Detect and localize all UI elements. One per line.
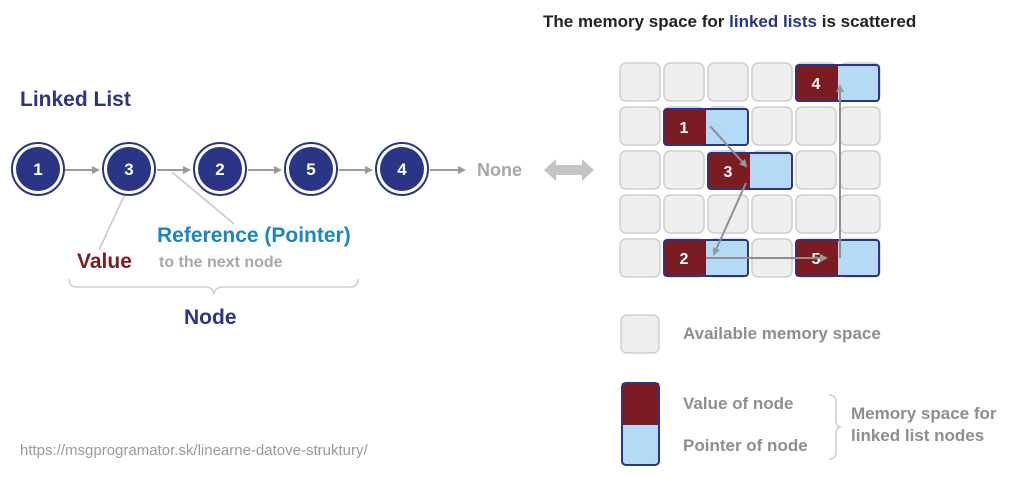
memory-node-value: 5: [812, 251, 821, 268]
memory-pointer-arrow: [712, 182, 747, 256]
list-title: Linked List: [20, 88, 131, 111]
list-node: 2: [193, 142, 247, 196]
list-node: 4: [375, 142, 429, 196]
list-node: 5: [284, 142, 338, 196]
memory-cell: [707, 194, 749, 234]
memory-node: 4: [795, 64, 880, 102]
memory-node: 3: [707, 152, 793, 190]
memory-node: 1: [663, 108, 749, 146]
list-node-value: 4: [397, 160, 407, 179]
memory-cell: [795, 150, 837, 190]
reference-leader-line: [171, 171, 235, 225]
list-node: 1: [11, 142, 65, 196]
list-node: 3: [102, 142, 156, 196]
memory-cell: [663, 194, 705, 234]
value-leader-line: [98, 195, 125, 251]
memory-node-value: 2: [680, 251, 689, 268]
legend-available-swatch: [620, 314, 660, 354]
legend-pointer-label: Pointer of node: [683, 436, 808, 455]
memory-cell: [795, 106, 837, 146]
legend-group-line2: linked list nodes: [851, 426, 985, 445]
memory-cell: [795, 194, 837, 234]
value-label: Value: [77, 250, 132, 273]
memory-cell: [839, 194, 881, 234]
memory-cell: [619, 194, 661, 234]
memory-cell: [619, 62, 661, 102]
memory-cell: [707, 62, 749, 102]
legend-available-label: Available memory space: [683, 324, 881, 343]
legend-brace: [828, 394, 842, 460]
legend-node-swatch: [621, 382, 660, 466]
memory-node-value: 3: [724, 164, 733, 181]
memory-cell: [751, 62, 793, 102]
memory-cell: [619, 150, 661, 190]
legend-value-label: Value of node: [683, 394, 794, 413]
reference-label: Reference (Pointer): [157, 224, 351, 247]
list-node-value: 5: [306, 160, 315, 179]
memory-cell: [619, 238, 661, 278]
memory-node-value: 4: [812, 76, 821, 93]
memory-cell: [751, 106, 793, 146]
memory-node-value: 1: [680, 120, 689, 137]
memory-cell: [839, 150, 881, 190]
node-label: Node: [184, 306, 237, 329]
legend-group-line1: Memory space for: [851, 404, 997, 423]
list-node-value: 3: [124, 160, 133, 179]
memory-cell: [839, 106, 881, 146]
memory-cell: [663, 150, 705, 190]
node-brace: [68, 278, 359, 295]
reference-sublabel: to the next node: [159, 254, 283, 271]
memory-title: The memory space for linked lists is sca…: [543, 12, 917, 31]
none-label: None: [477, 160, 522, 180]
source-url: https://msgprogramator.sk/linearne-datov…: [20, 442, 368, 459]
memory-cell: [619, 106, 661, 146]
memory-node: 2: [663, 239, 749, 277]
list-node-value: 1: [33, 160, 42, 179]
memory-cell: [751, 194, 793, 234]
memory-cell: [663, 62, 705, 102]
memory-pointer-arrow: [709, 125, 748, 168]
list-node-value: 2: [215, 160, 224, 179]
double-arrow-icon: [544, 159, 594, 181]
